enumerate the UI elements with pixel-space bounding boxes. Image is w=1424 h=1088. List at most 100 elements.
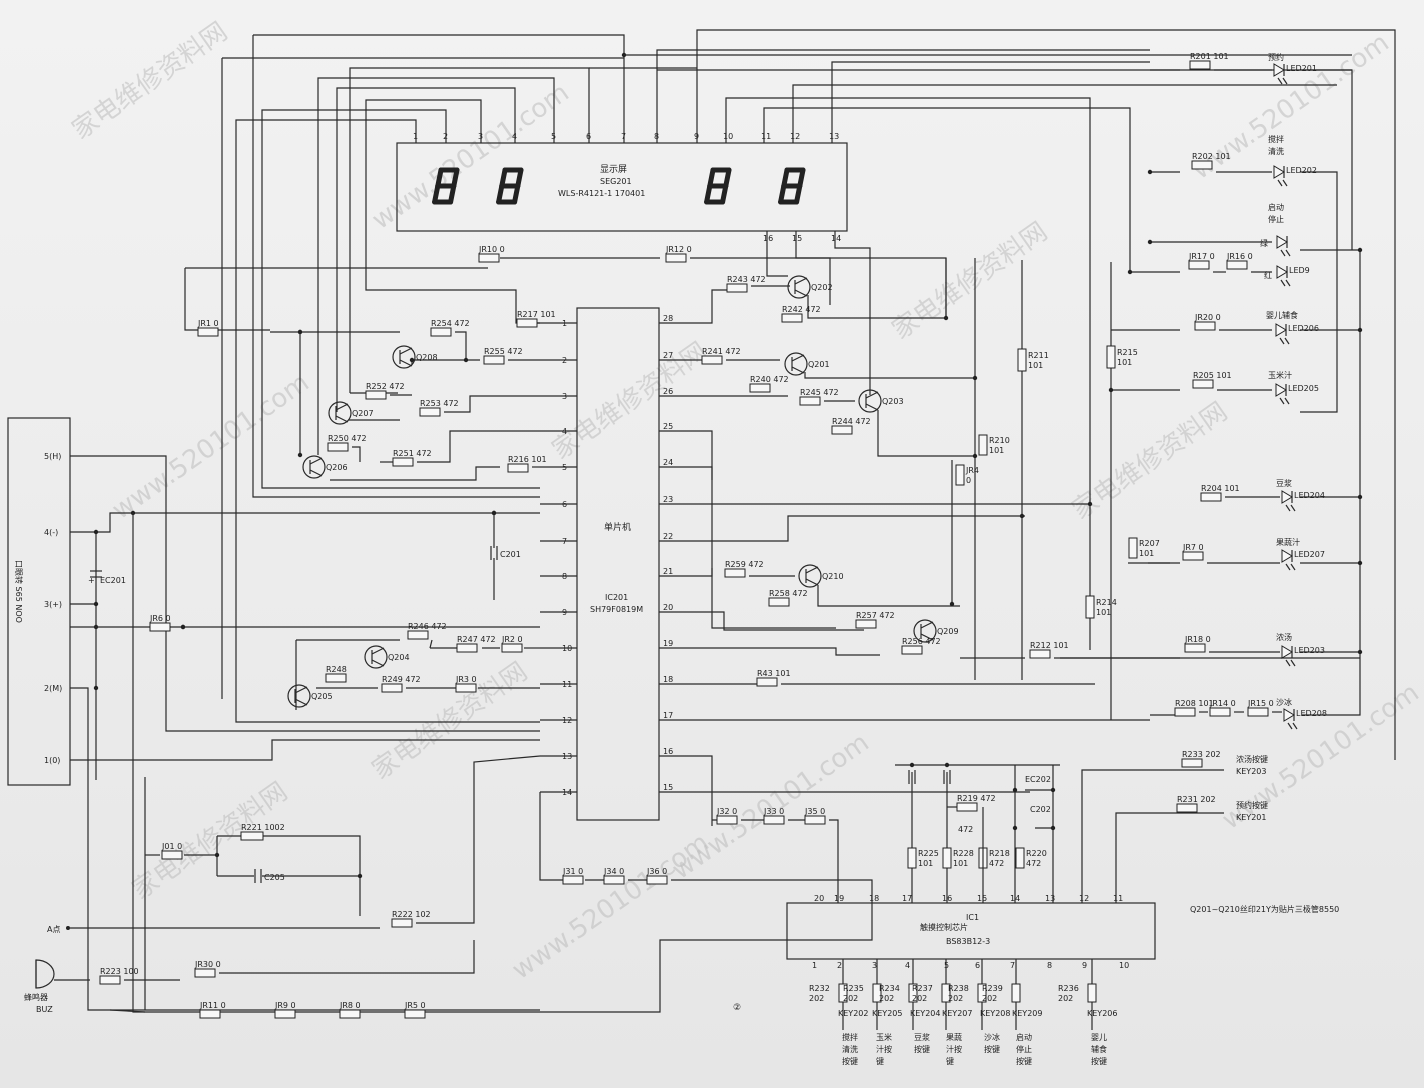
- mcu-pin-label: 24: [663, 458, 673, 467]
- transistor-Q210: [798, 564, 822, 588]
- junction-dot: [297, 329, 303, 335]
- wire: [261, 109, 540, 489]
- junction-dot: [1019, 513, 1025, 519]
- resistor-label-JR30: JR30 0: [194, 960, 221, 969]
- resistor-R219: [956, 802, 978, 812]
- display-digit-segment: [451, 167, 460, 189]
- capacitor-label-EC202: EC202: [1025, 775, 1051, 784]
- transistor-Q209: [913, 619, 937, 643]
- mcu-pin-label: 19: [663, 639, 673, 648]
- wire: [831, 61, 1150, 143]
- resistor-label-R258: R258 472: [769, 589, 808, 598]
- resistor-R254: [430, 327, 452, 337]
- transistor-label-Q205: Q205: [311, 692, 333, 701]
- wire: [834, 231, 871, 395]
- led-arrow: [1284, 337, 1290, 345]
- wire: [763, 107, 1131, 272]
- resistor-label-JR4: JR4: [965, 466, 979, 475]
- transistor-lead: [791, 354, 805, 362]
- key-label-bottom: 停止: [1016, 1044, 1032, 1054]
- led-LED201: [1273, 63, 1285, 77]
- led-LED207: [1281, 549, 1293, 563]
- transistor-lead: [920, 621, 934, 629]
- resistor-label-R43: R43 101: [757, 669, 791, 678]
- mcu-chip: [576, 307, 660, 821]
- led-label: 清洗: [1268, 146, 1284, 156]
- resistor-R210: [978, 434, 988, 456]
- resistor-value-R225: 101: [918, 859, 933, 868]
- resistor-value-R236: 202: [1058, 994, 1073, 1003]
- resistor-R234: [908, 983, 918, 1003]
- resistor-label-JR17: JR17 0: [1188, 252, 1215, 261]
- resistor-R212: [1029, 649, 1051, 659]
- wire: [416, 755, 541, 924]
- wire: [70, 687, 110, 1011]
- touch-ic-pin-label: 20: [814, 894, 824, 903]
- key-label-bottom: 搅拌: [842, 1032, 858, 1042]
- resistor-label-R251: R251 472: [393, 449, 432, 458]
- junction-dot: [1147, 239, 1153, 245]
- wire: [219, 940, 475, 974]
- buzzer-label: 蜂鸣器: [24, 992, 48, 1002]
- watermark: www.520101.com: [367, 78, 575, 236]
- resistor-label-R252: R252 472: [366, 382, 405, 391]
- resistor-label-JR18: JR18 0: [1184, 635, 1211, 644]
- resistor-JR30: [194, 968, 216, 978]
- mcu-pin-label: 23: [663, 495, 673, 504]
- junction-dot: [491, 510, 497, 516]
- resistor-value-R220: 472: [1026, 859, 1041, 868]
- display-digit-segment: [720, 183, 729, 205]
- resistor-R239: [1011, 983, 1021, 1003]
- watermark: 家电维修资料网: [67, 17, 233, 146]
- transistor-Q206: [302, 455, 326, 479]
- key-label-bottom: 按键: [1016, 1056, 1032, 1066]
- transistor-Q204: [364, 645, 388, 669]
- wire: [700, 568, 713, 577]
- touch-ic-pin-label: 4: [905, 961, 910, 970]
- resistor-R237: [941, 983, 951, 1003]
- resistor-R204: [1200, 492, 1222, 502]
- resistor-label-R219: R219 472: [957, 794, 996, 803]
- page-number: ②: [733, 1003, 741, 1013]
- led-ref-LED9: LED9: [1289, 266, 1310, 275]
- resistor-label-JR15: JR15 0: [1247, 699, 1274, 708]
- display-pin-label: 11: [761, 132, 771, 141]
- resistor-R238: [977, 983, 987, 1003]
- led-: [1276, 235, 1288, 249]
- resistor-value-R211: 101: [1028, 361, 1043, 370]
- resistor-R240: [749, 383, 771, 393]
- wire: [70, 455, 540, 732]
- resistor-label-R205: R205 101: [1193, 371, 1232, 380]
- resistor-R252: [365, 390, 387, 400]
- wire: [253, 34, 625, 143]
- resistor-R211: [1017, 348, 1027, 372]
- connector-pin-label: 3(+): [44, 600, 62, 609]
- resistor-label-R247: R247 472: [457, 635, 496, 644]
- wire: [539, 792, 570, 881]
- resistor-R208: [1174, 707, 1196, 717]
- wire: [817, 585, 960, 607]
- resistor-value-JR4: 0: [966, 476, 971, 485]
- resistor-label-R250: R250 472: [328, 434, 367, 443]
- mcu-pin-label: 20: [663, 603, 673, 612]
- junction-dot: [297, 452, 303, 458]
- mcu-pin-label: 21: [663, 567, 673, 576]
- transistor-lead: [805, 566, 819, 574]
- touch-ic-pin-label: 7: [1010, 961, 1015, 970]
- resistor-label-R222: R222 102: [392, 910, 431, 919]
- resistor-label-R202: R202 101: [1192, 152, 1231, 161]
- resistor-R214: [1085, 595, 1095, 619]
- led-LED203: [1281, 645, 1293, 659]
- transistor-label-Q208: Q208: [416, 353, 438, 362]
- buzzer-icon: [35, 959, 55, 989]
- junction-dot: [972, 375, 978, 381]
- display-pin-label: 14: [831, 234, 841, 243]
- note-text: Q201~Q210丝印21Y为贴片三极管8550: [1190, 904, 1339, 914]
- transistor-Q207: [328, 401, 352, 425]
- wire: [1300, 249, 1361, 716]
- transistor-label-Q202: Q202: [811, 283, 833, 292]
- resistor-J32: [716, 815, 738, 825]
- resistor-R250: [327, 442, 349, 452]
- wire: [700, 289, 734, 324]
- led-arrow: [1290, 659, 1296, 667]
